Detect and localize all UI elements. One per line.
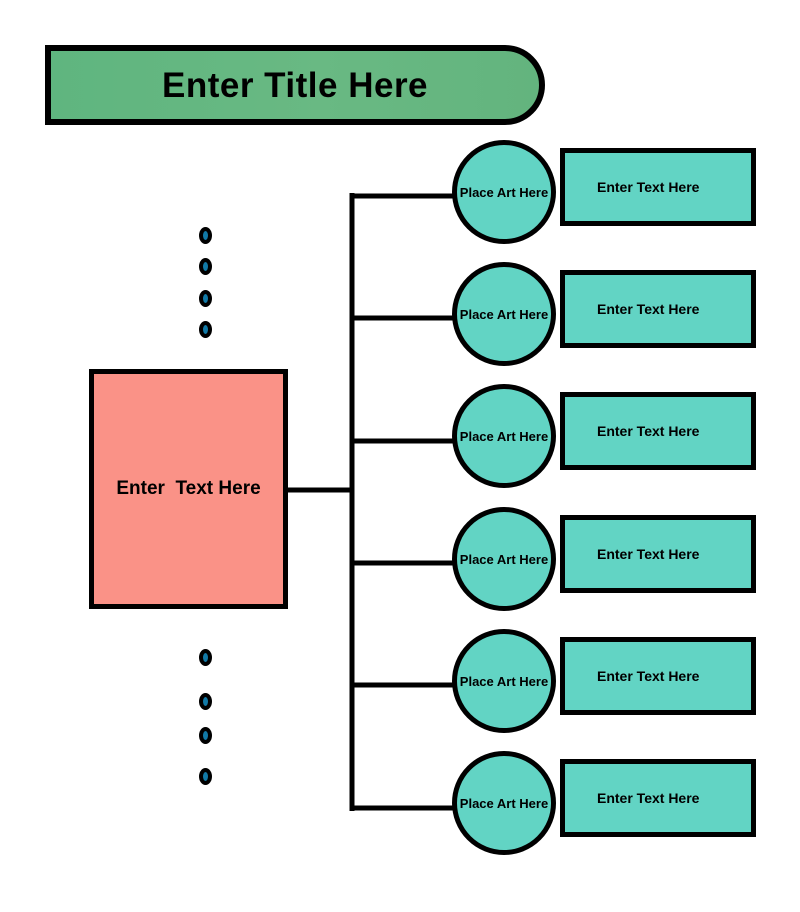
branch-rect-label-4: Enter Text Here <box>597 546 700 562</box>
branch-rect-1[interactable]: Enter Text Here <box>560 148 756 226</box>
branch-circle-1[interactable]: Place Art Here <box>452 140 556 244</box>
branch-row-4[interactable]: Enter Text Here Place Art Here <box>450 507 760 618</box>
branch-rect-label-1: Enter Text Here <box>597 179 700 195</box>
branch-row-6[interactable]: Enter Text Here Place Art Here <box>450 751 760 862</box>
branch-circle-label-2: Place Art Here <box>459 306 549 322</box>
branch-rect-label-2: Enter Text Here <box>597 301 700 317</box>
branch-row-1[interactable]: Enter Text Here Place Art Here <box>450 140 760 251</box>
branch-row-5[interactable]: Enter Text Here Place Art Here <box>450 629 760 740</box>
decorative-dot-upper-1 <box>199 227 212 244</box>
branch-rect-5[interactable]: Enter Text Here <box>560 637 756 715</box>
decorative-dot-lower-2 <box>199 693 212 710</box>
main-node-label: Enter Text Here <box>116 478 261 499</box>
title-banner[interactable]: Enter Title Here <box>45 45 545 125</box>
decorative-dot-upper-3 <box>199 290 212 307</box>
branch-circle-label-5: Place Art Here <box>459 673 549 689</box>
branch-rect-6[interactable]: Enter Text Here <box>560 759 756 837</box>
decorative-dot-lower-1 <box>199 649 212 666</box>
decorative-dot-lower-3 <box>199 727 212 744</box>
main-node[interactable]: Enter Text Here <box>89 369 288 609</box>
branch-rect-3[interactable]: Enter Text Here <box>560 392 756 470</box>
branch-rect-label-3: Enter Text Here <box>597 423 700 439</box>
branch-rect-4[interactable]: Enter Text Here <box>560 515 756 593</box>
decorative-dot-upper-2 <box>199 258 212 275</box>
branch-rect-2[interactable]: Enter Text Here <box>560 270 756 348</box>
title-text: Enter Title Here <box>161 65 429 105</box>
branch-rect-label-5: Enter Text Here <box>597 668 700 684</box>
decorative-dot-lower-4 <box>199 768 212 785</box>
branch-circle-label-4: Place Art Here <box>459 551 549 567</box>
branch-circle-label-1: Place Art Here <box>459 184 549 200</box>
branch-circle-label-6: Place Art Here <box>459 795 549 811</box>
branch-row-2[interactable]: Enter Text Here Place Art Here <box>450 262 760 373</box>
branch-rect-label-6: Enter Text Here <box>597 790 700 806</box>
branch-circle-2[interactable]: Place Art Here <box>452 262 556 366</box>
branch-circle-5[interactable]: Place Art Here <box>452 629 556 733</box>
branch-circle-4[interactable]: Place Art Here <box>452 507 556 611</box>
branch-circle-label-3: Place Art Here <box>459 428 549 444</box>
branch-circle-6[interactable]: Place Art Here <box>452 751 556 855</box>
decorative-dot-upper-4 <box>199 321 212 338</box>
branch-row-3[interactable]: Enter Text Here Place Art Here <box>450 384 760 495</box>
branch-circle-3[interactable]: Place Art Here <box>452 384 556 488</box>
